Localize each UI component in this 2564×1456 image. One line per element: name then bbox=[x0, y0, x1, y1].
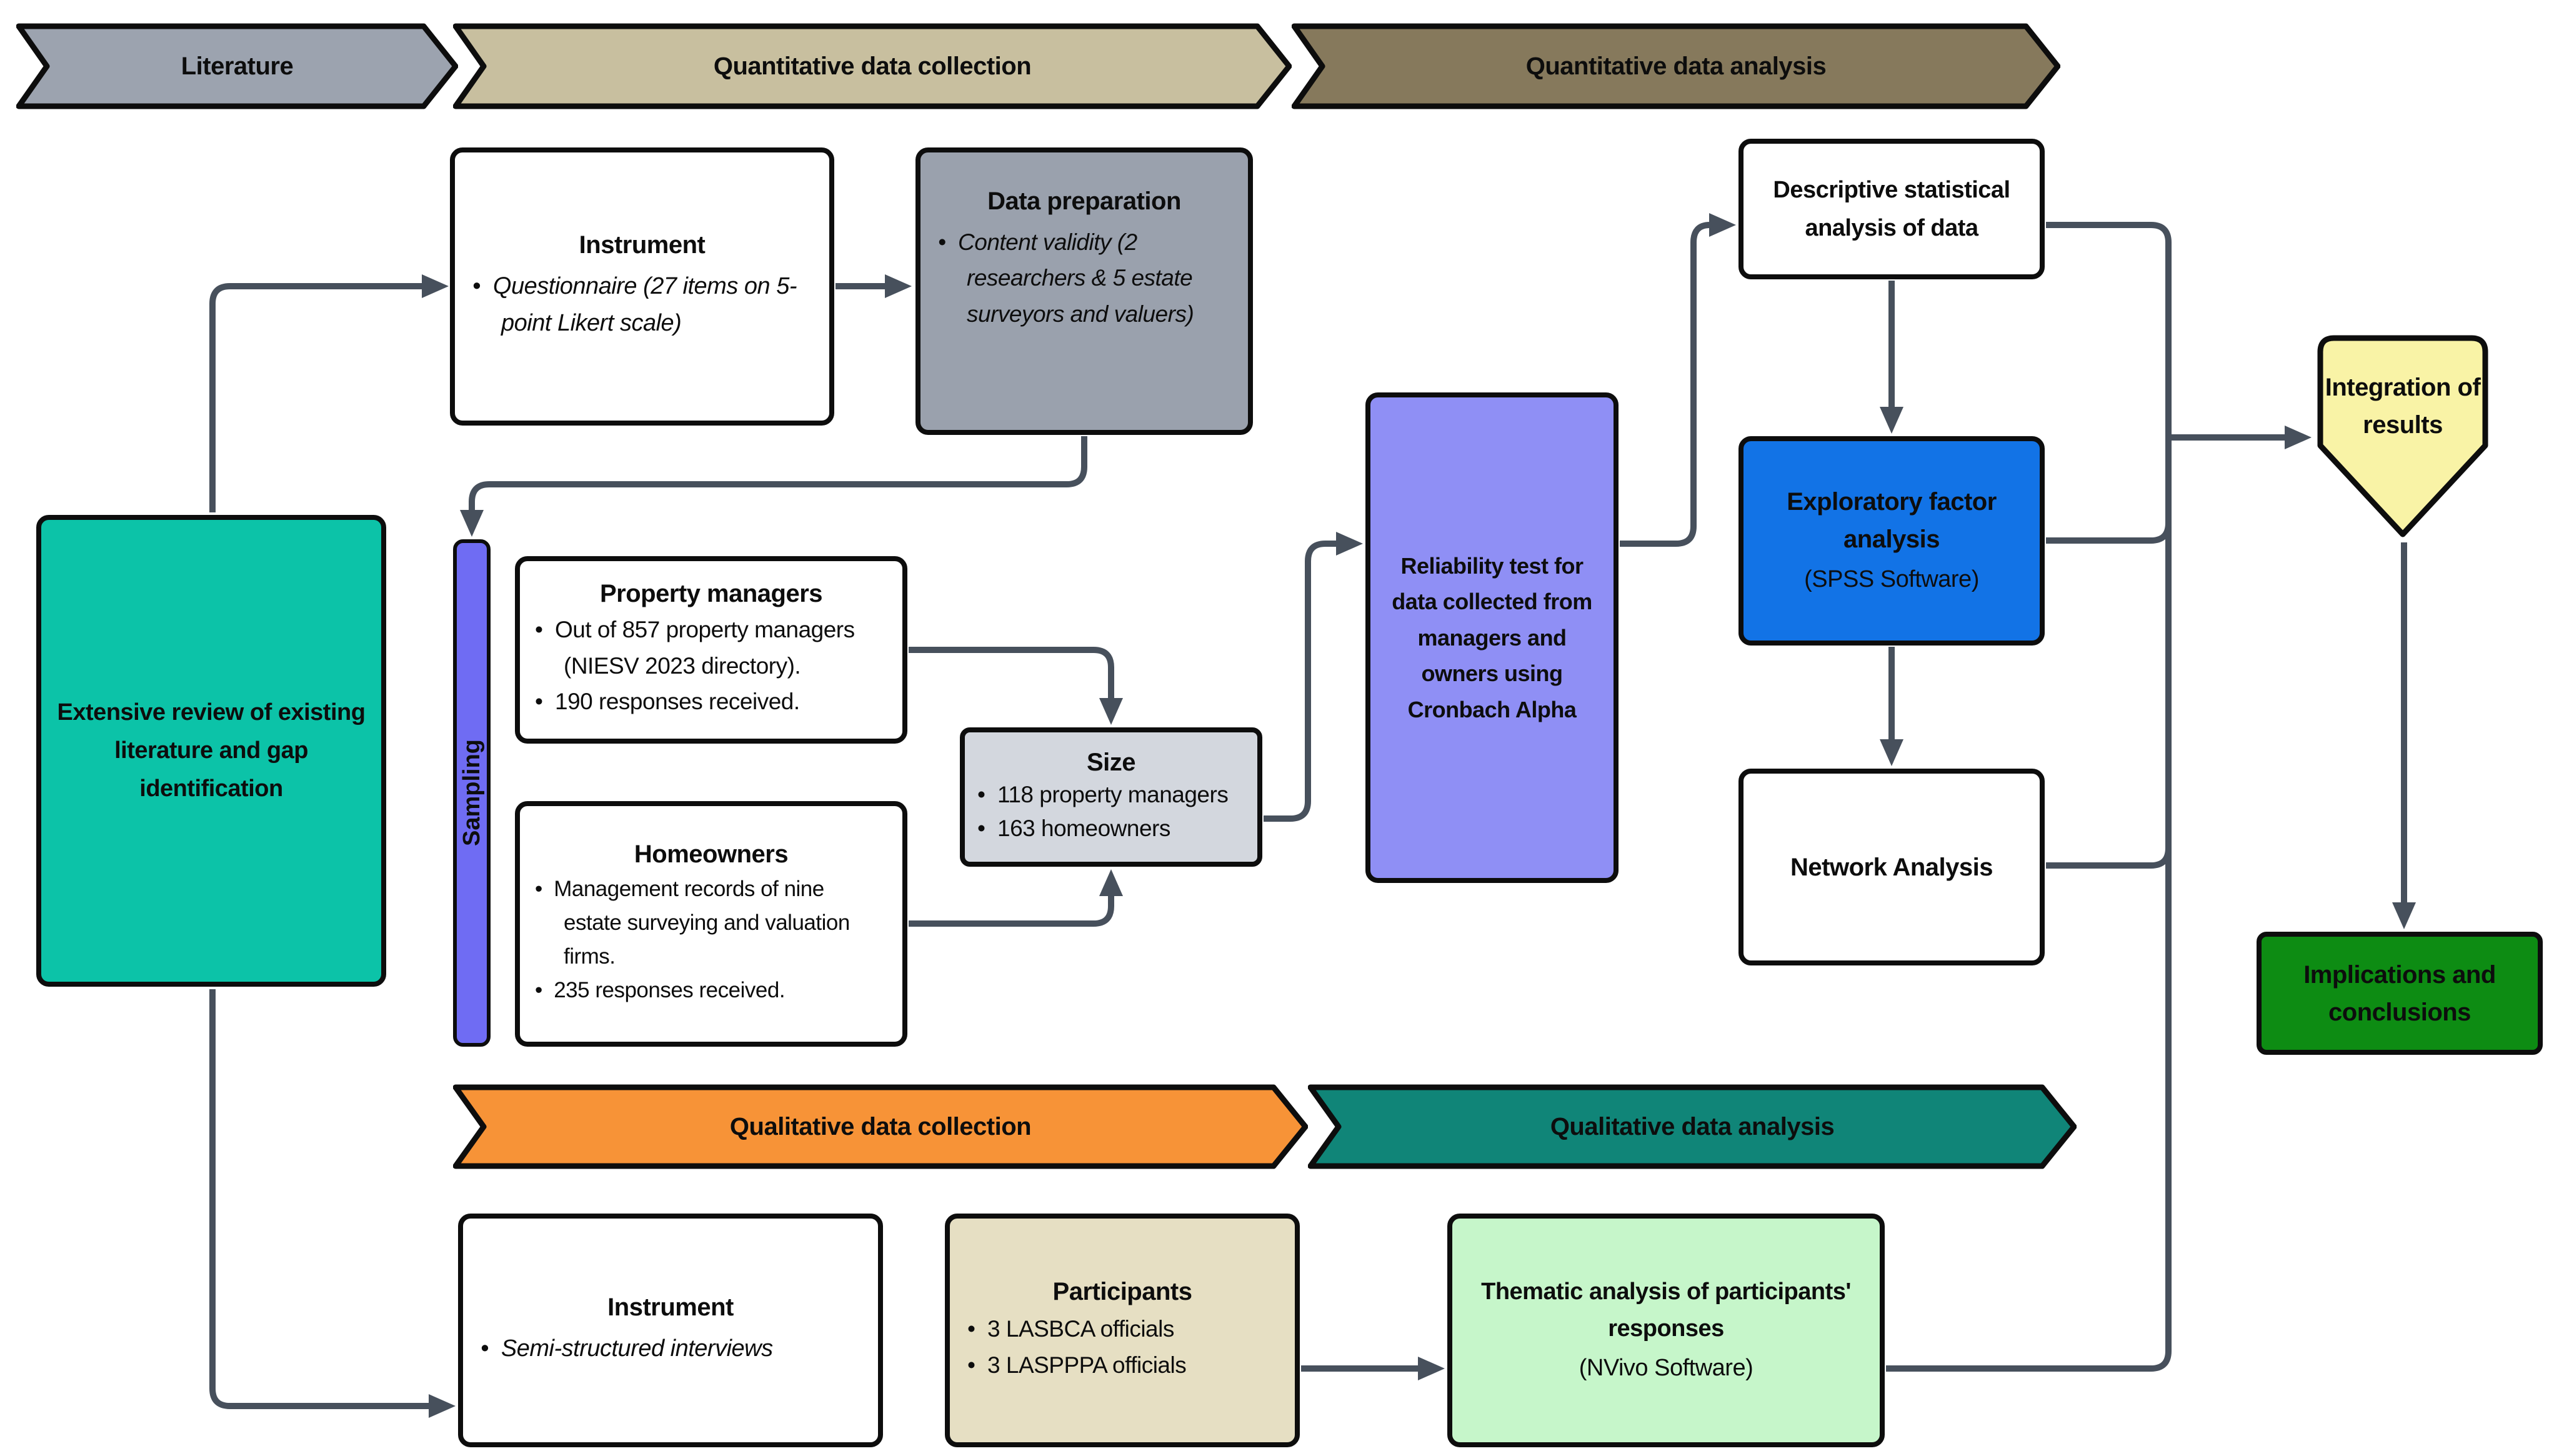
data-preparation-box: Data preparation Content validity (2 res… bbox=[915, 147, 1253, 435]
connector-network-to-trunk bbox=[2046, 847, 2172, 869]
bullet-item: 118 property managers bbox=[977, 778, 1245, 812]
banner-quantitative-data-analysis: Quantitative data analysis bbox=[1292, 23, 2060, 109]
implications-conclusions-box: Implications and conclusions bbox=[2257, 932, 2543, 1055]
participants-box: Participants 3 LASBCA officials 3 LASPPP… bbox=[945, 1214, 1300, 1447]
network-analysis-label: Network Analysis bbox=[1790, 853, 1993, 881]
banner-literature: Literature bbox=[16, 23, 458, 109]
bullet-item: 235 responses received. bbox=[535, 974, 887, 1007]
pentagon-shape bbox=[2317, 335, 2488, 537]
connector-thematic-to-trunk bbox=[1886, 1350, 2172, 1372]
connector-review-to-instrument-qual bbox=[209, 989, 456, 1418]
box-title: Homeowners bbox=[634, 840, 789, 868]
connector-descriptive-to-trunk bbox=[2046, 222, 2172, 243]
bullet-item: Out of 857 property managers (NIESV 2023… bbox=[535, 612, 887, 684]
connector-size-to-reliability bbox=[1264, 532, 1363, 822]
banner-arrow-shape bbox=[1308, 1084, 2077, 1169]
efa-subtitle: (SPSS Software) bbox=[1804, 566, 1979, 593]
box-title: Instrument bbox=[579, 231, 706, 259]
box-title: Property managers bbox=[599, 580, 823, 608]
banner-arrow-shape bbox=[453, 1084, 1308, 1169]
bullet-item: Content validity (2 researchers & 5 esta… bbox=[938, 224, 1230, 332]
bullet-item: 190 responses received. bbox=[535, 684, 887, 719]
sampling-label: Sampling bbox=[458, 739, 485, 847]
connector-efa-to-trunk bbox=[2046, 522, 2172, 544]
box-title: Instrument bbox=[607, 1294, 734, 1322]
box-title: Data preparation bbox=[987, 187, 1181, 215]
thematic-analysis-box: Thematic analysis of participants' respo… bbox=[1447, 1214, 1885, 1447]
connector-review-to-instrument bbox=[209, 274, 449, 512]
homeowners-box: Homeowners Management records of nine es… bbox=[515, 801, 907, 1047]
banner-quantitative-data-collection: Quantitative data collection bbox=[453, 23, 1292, 109]
banner-qualitative-data-collection: Qualitative data collection bbox=[453, 1084, 1308, 1169]
bullet-item: Questionnaire (27 items on 5-point Liker… bbox=[472, 268, 812, 342]
thematic-title: Thematic analysis of participants' respo… bbox=[1481, 1278, 1851, 1342]
exploratory-factor-analysis-box: Exploratory factor analysis (SPSS Softwa… bbox=[1738, 436, 2045, 646]
review-label: Extensive review of existing literature … bbox=[57, 699, 366, 802]
banner-qual-collection-label: Qualitative data collection bbox=[729, 1112, 1032, 1140]
bullet-item: Management records of nine estate survey… bbox=[535, 872, 887, 974]
property-managers-box: Property managers Out of 857 property ma… bbox=[515, 556, 907, 744]
bullet-item: 163 homeowners bbox=[977, 812, 1245, 845]
reliability-label: Reliability test for data collected from… bbox=[1392, 552, 1592, 722]
connector-propertymanagers-to-size bbox=[909, 647, 1123, 725]
banner-qual-analysis-label: Qualitative data analysis bbox=[1550, 1112, 1835, 1140]
bullet-item: 3 LASPPPA officials bbox=[967, 1347, 1277, 1383]
descriptive-label: Descriptive statistical analysis of data bbox=[1773, 176, 2010, 241]
banner-arrow-shape bbox=[453, 23, 1292, 109]
implications-label: Implications and conclusions bbox=[2303, 960, 2496, 1026]
banner-quant-analysis-label: Quantitative data analysis bbox=[1525, 52, 1827, 80]
integration-of-results-node: Integration of results bbox=[2315, 333, 2490, 539]
banner-arrow-shape bbox=[16, 23, 458, 109]
connector-reliability-to-descriptive bbox=[1620, 213, 1736, 547]
box-title: Size bbox=[1086, 749, 1136, 777]
bullet-item: 3 LASBCA officials bbox=[967, 1311, 1277, 1347]
efa-title: Exploratory factor analysis bbox=[1787, 488, 1997, 554]
thematic-subtitle: (NVivo Software) bbox=[1579, 1355, 1753, 1382]
network-analysis-box: Network Analysis bbox=[1738, 769, 2045, 965]
integration-label: Integration of results bbox=[2325, 374, 2481, 439]
banner-quant-collection-label: Quantitative data collection bbox=[713, 52, 1032, 80]
reliability-test-box: Reliability test for data collected from… bbox=[1365, 392, 1619, 883]
connector-homeowners-to-size bbox=[909, 869, 1123, 927]
banner-arrow-shape bbox=[1292, 23, 2060, 109]
instrument-quantitative-box: Instrument Questionnaire (27 items on 5-… bbox=[450, 147, 834, 426]
sample-size-box: Size 118 property managers 163 homeowner… bbox=[960, 727, 1262, 867]
sampling-bar: Sampling bbox=[453, 539, 491, 1047]
box-title: Participants bbox=[1052, 1278, 1192, 1306]
instrument-qualitative-box: Instrument Semi-structured interviews bbox=[458, 1214, 883, 1447]
connector-dataprep-to-sampling bbox=[460, 436, 1087, 537]
banner-qualitative-data-analysis: Qualitative data analysis bbox=[1308, 1084, 2077, 1169]
literature-review-box: Extensive review of existing literature … bbox=[36, 515, 386, 987]
descriptive-analysis-box: Descriptive statistical analysis of data bbox=[1738, 139, 2045, 279]
bullet-item: Semi-structured interviews bbox=[481, 1330, 860, 1367]
banner-literature-label: Literature bbox=[181, 52, 294, 80]
